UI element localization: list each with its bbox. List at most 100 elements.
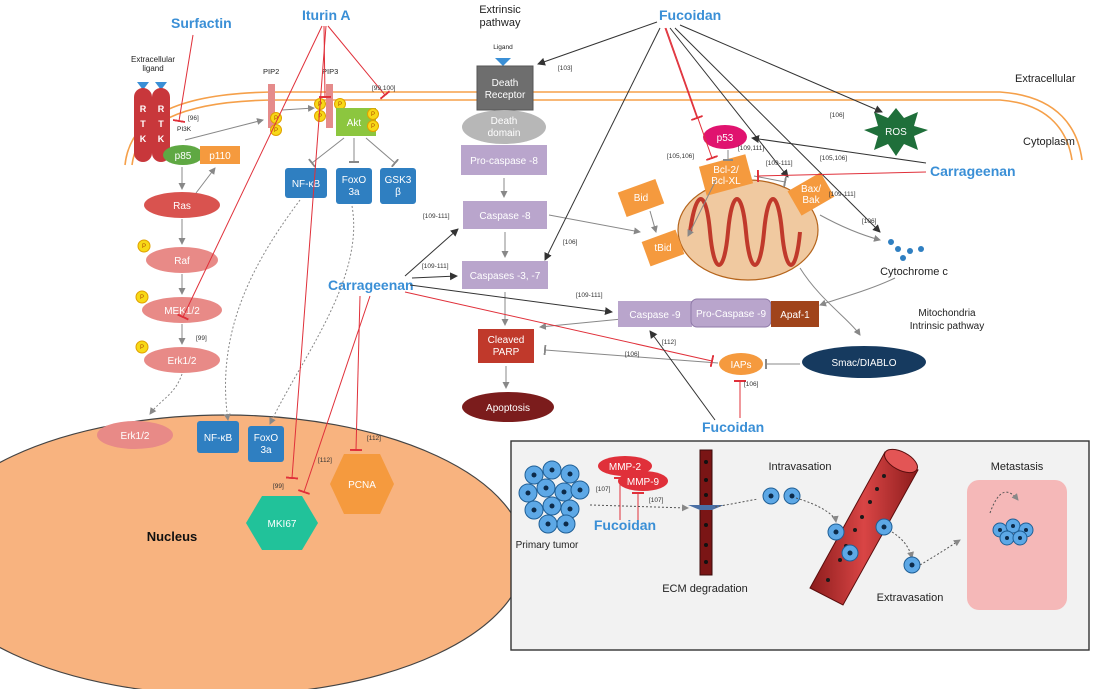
intravasation-label: Intravasation xyxy=(769,461,832,473)
ref-109-111b: [109-111] xyxy=(766,160,793,167)
ecm-label: ECM degradation xyxy=(662,583,748,595)
nfkb-nuclear-label: NF-κB xyxy=(204,433,233,444)
ref-109-111c: [109-111] xyxy=(829,191,856,198)
rtk-receptor-2 xyxy=(152,88,170,162)
apaf1-label: Apaf-1 xyxy=(780,310,810,321)
procaspase9-label: Pro-Caspase -9 xyxy=(696,309,766,320)
p53-node xyxy=(703,125,747,149)
erk-nuclear-node xyxy=(97,421,173,449)
phospho-akt-1: P xyxy=(371,112,375,118)
rtk-letter-t2: T xyxy=(158,119,164,129)
mki67-label: MKI67 xyxy=(268,519,297,530)
mmp2-label: MMP-2 xyxy=(609,462,642,473)
ref-109-111f: [109-111] xyxy=(576,292,603,299)
phospho-2: P xyxy=(274,128,278,134)
phospho-mapk xyxy=(135,239,151,354)
tbid-node xyxy=(641,229,685,267)
cytoplasm-label: Cytoplasm xyxy=(1023,136,1075,148)
mmp9-node xyxy=(618,471,668,491)
nfkb-cyto-node xyxy=(285,168,327,198)
raf-node xyxy=(146,247,218,273)
ras-label: Ras xyxy=(173,201,191,212)
erk-nuclear-label: Erk1/2 xyxy=(121,431,150,442)
rtk-letter-r: R xyxy=(140,104,147,114)
phosphate-group xyxy=(270,98,346,136)
extracellular-label: Extracellular xyxy=(1015,73,1076,85)
rtk-letter-k2: K xyxy=(158,134,165,144)
akt-label: Akt xyxy=(347,118,362,129)
nucleus-label: Nucleus xyxy=(147,529,198,544)
metastasis-panel: Primary tumor MMP-2 MMP-9 [107] [107] Fu… xyxy=(510,440,1090,651)
mitochondrial-cristae xyxy=(688,197,802,267)
ref-109-111a: [109,111] xyxy=(738,145,764,152)
foxo-cyto-node xyxy=(336,168,372,204)
ref-107b: [107] xyxy=(649,497,664,504)
caspase9-label: Caspase -9 xyxy=(629,310,681,321)
ref-106a: [106] xyxy=(830,112,845,119)
death-ligand-icon xyxy=(495,58,511,66)
caspase37-label: Caspases -3, -7 xyxy=(470,271,541,282)
iaps-label: IAPs xyxy=(730,360,751,371)
gsk3-node xyxy=(380,168,416,204)
ref-106b: [106] xyxy=(862,218,877,225)
cytochrome-c-dots xyxy=(888,239,924,261)
ecm-fiber xyxy=(699,449,713,576)
caspase8-node xyxy=(463,201,547,229)
ref-103: [103] xyxy=(558,65,573,72)
smac-node xyxy=(802,346,926,378)
foxo-nuclear-node xyxy=(248,426,284,462)
caspase37-node xyxy=(462,261,548,289)
rtk-letter-r2: R xyxy=(158,104,165,114)
nfkb-nuclear-node xyxy=(197,421,239,453)
p110-node xyxy=(200,146,240,164)
caspase9-node xyxy=(618,301,692,327)
bid-node xyxy=(617,178,665,218)
metastasis-label: Metastasis xyxy=(991,461,1044,473)
surfactin-label: Surfactin xyxy=(171,15,232,31)
carrageenan-right-label: Carrageenan xyxy=(930,163,1016,179)
phospho-5: P xyxy=(338,102,342,108)
ref-112c: [112] xyxy=(318,457,332,464)
ref-106e: [106] xyxy=(744,381,759,388)
caspase8-label: Caspase -8 xyxy=(479,211,531,222)
apaf1-node xyxy=(771,301,819,327)
ref-109-111d: [109-111] xyxy=(423,213,450,220)
ros-node xyxy=(864,108,928,156)
pip3-label: PIP3 xyxy=(322,67,338,76)
ref-109-111e: [109-111] xyxy=(422,263,449,270)
erk-node xyxy=(144,347,220,373)
pip3-lipid xyxy=(326,84,333,128)
p53-label: p53 xyxy=(717,133,734,144)
rtk-letter-k: K xyxy=(140,134,147,144)
erk-label: Erk1/2 xyxy=(168,356,197,367)
rtk-receptor-1 xyxy=(134,88,152,162)
ros-label: ROS xyxy=(885,127,907,138)
cytochrome-c-label: Cytochrome c xyxy=(880,266,948,278)
ref-107a: [107] xyxy=(596,486,611,493)
ref-112a: [112] xyxy=(662,339,676,346)
iturin-label: Iturin A xyxy=(302,7,350,23)
apoptosis-label: Apoptosis xyxy=(486,403,530,414)
ref-105-106a: [105,106] xyxy=(667,153,694,160)
phospho-erk: P xyxy=(140,345,144,351)
procaspase8-label: Pro-caspase -8 xyxy=(470,156,538,167)
bax-label: Bax/Bak xyxy=(801,184,821,206)
ref-105-106b: [105,106] xyxy=(820,155,847,162)
phospho-1: P xyxy=(274,116,278,122)
fucoidan-top-label: Fucoidan xyxy=(659,7,721,23)
p85-label: p85 xyxy=(175,151,192,162)
nfkb-cyto-label: NF-κB xyxy=(292,179,321,190)
smac-label: Smac/DIABLO xyxy=(831,358,896,369)
ref-99-100: [99,100] xyxy=(372,85,396,92)
mmp9-label: MMP-9 xyxy=(627,477,660,488)
extravasation-label: Extravasation xyxy=(877,592,944,604)
p110-label: p110 xyxy=(209,151,231,162)
ligand-label: Ligand xyxy=(493,44,513,51)
